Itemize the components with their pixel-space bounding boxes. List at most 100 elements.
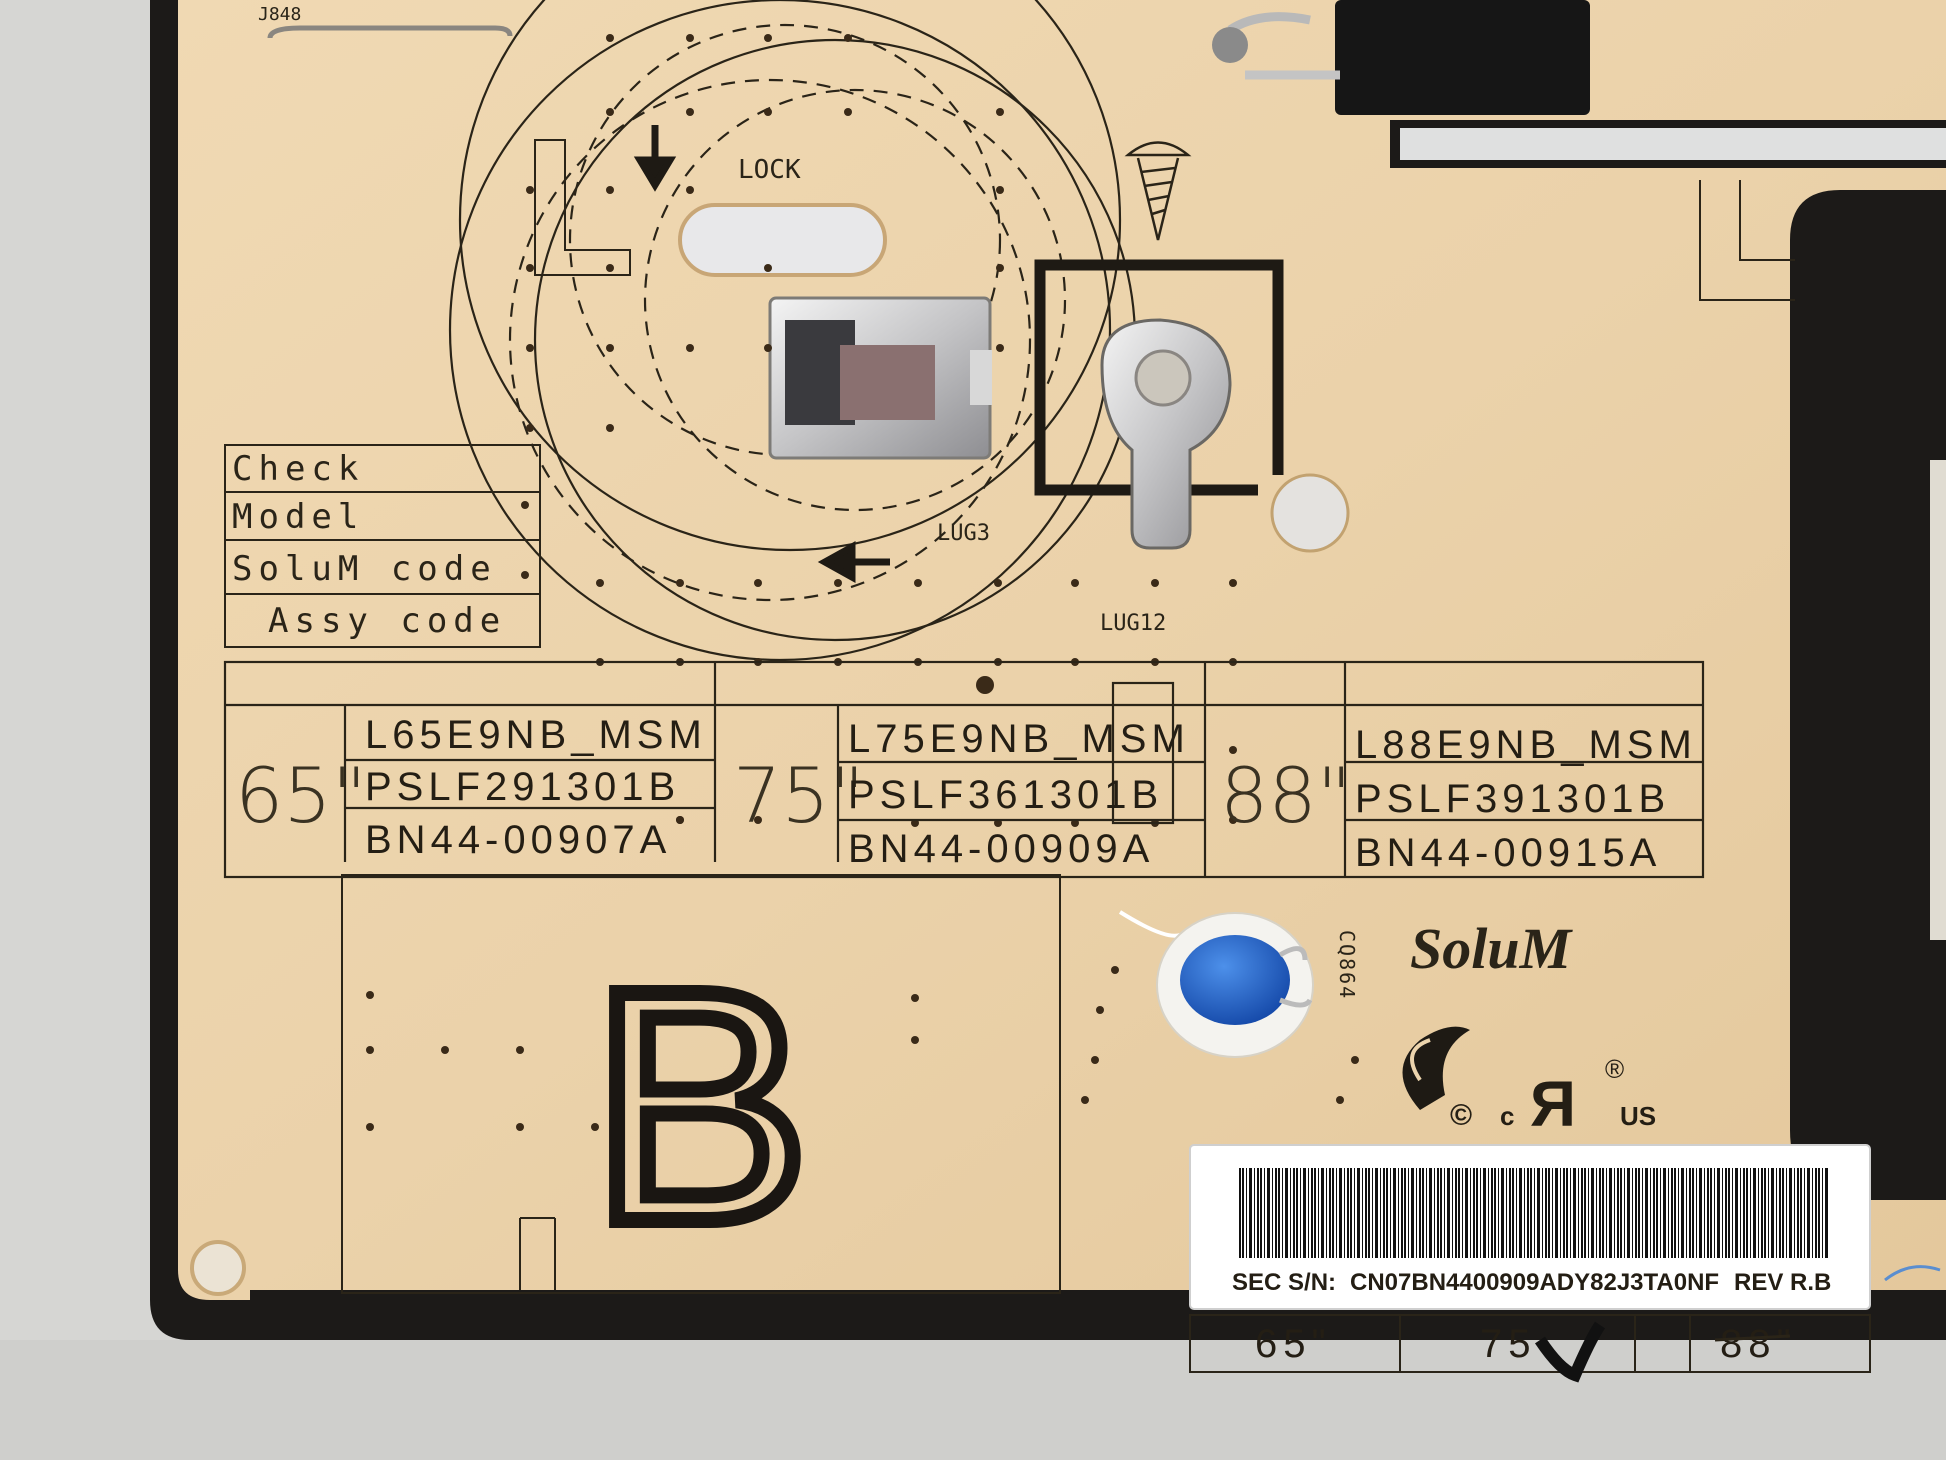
marker-scribble: [1884, 1265, 1941, 1282]
model-65: L65E9NB_MSM: [365, 713, 707, 757]
via-hole: [521, 501, 529, 509]
via-hole: [1111, 966, 1119, 974]
via-hole: [606, 34, 614, 42]
solum-code-75: PSLF361301B: [848, 773, 1163, 817]
capacitor-cq864: [1118, 910, 1314, 1058]
big-b-letter: B: [590, 921, 810, 1290]
via-hole: [606, 344, 614, 352]
via-hole: [676, 579, 684, 587]
via-hole: [686, 344, 694, 352]
via-hole: [1229, 816, 1237, 824]
size-box-65: 65": [1255, 1322, 1332, 1366]
via-hole: [606, 108, 614, 116]
size-box-88: 88": [1720, 1322, 1797, 1366]
via-hole: [1096, 1006, 1104, 1014]
via-hole: [686, 108, 694, 116]
via-hole: [606, 186, 614, 194]
lug-terminal: [1100, 318, 1232, 550]
barcode: [1238, 1168, 1828, 1258]
via-hole: [764, 344, 772, 352]
metal-clip: [768, 296, 992, 460]
down-arrow-icon: [633, 125, 677, 192]
via-hole: [526, 186, 534, 194]
size-check-boxes: 65" 75 88": [1189, 1314, 1871, 1383]
solum-code-88: PSLF391301B: [1355, 777, 1670, 821]
jumper-j848: J848: [258, 4, 513, 39]
via-hole: [1351, 1056, 1359, 1064]
revision: REV R.B: [1734, 1269, 1831, 1296]
c-mark: c: [1500, 1101, 1514, 1131]
size-75-label: 75": [733, 751, 865, 840]
via-hole: [844, 108, 852, 116]
us-mark: US: [1620, 1101, 1656, 1131]
lug3-label: LUG3: [937, 521, 990, 546]
via-hole: [1081, 1096, 1089, 1104]
via-hole: [441, 1046, 449, 1054]
via-hole: [596, 579, 604, 587]
via-hole: [591, 1123, 599, 1131]
registered-mark: ®: [1605, 1054, 1624, 1084]
model-table: [223, 660, 1705, 879]
via-hole: [526, 344, 534, 352]
via-hole: [1229, 579, 1237, 587]
sn-prefix: SEC S/N:: [1232, 1269, 1336, 1296]
via-hole: [754, 579, 762, 587]
via-hole: [366, 991, 374, 999]
via-hole: [996, 264, 1004, 272]
via-hole: [911, 994, 919, 1002]
via-hole: [686, 34, 694, 42]
right-heatsink: [1790, 190, 1946, 1200]
corner-outline: [1699, 180, 1795, 301]
lock-label: LOCK: [738, 155, 801, 185]
lug12-label: LUG12: [1100, 611, 1166, 636]
size-box-75: 75: [1480, 1322, 1537, 1366]
via-hole: [996, 108, 1004, 116]
check-table: Check Model SoluM code Assy code: [224, 444, 541, 648]
via-hole: [366, 1046, 374, 1054]
j848-label: J848: [258, 4, 301, 25]
via-hole: [1229, 746, 1237, 754]
solum-code-label: SoluM code: [232, 549, 497, 589]
screw-icon: [1124, 141, 1192, 241]
cq864-label: CQ864: [1335, 930, 1359, 1000]
via-hole: [914, 579, 922, 587]
via-hole: [994, 579, 1002, 587]
model-label: Model: [232, 497, 364, 537]
copyright-mark: ©: [1450, 1099, 1472, 1132]
size-65-label: 65": [235, 751, 367, 840]
via-hole: [516, 1046, 524, 1054]
via-hole: [764, 34, 772, 42]
via-hole: [366, 1123, 374, 1131]
left-arrow-icon: [817, 541, 890, 583]
solum-code-65: PSLF291301B: [365, 765, 680, 809]
pcb-board: [150, 0, 1946, 1340]
check-mark-icon: [1535, 1321, 1606, 1383]
board-hole: [1270, 473, 1350, 553]
ru-mark: Я: [1530, 1068, 1576, 1140]
assy-code-75: BN44-00909A: [848, 827, 1154, 871]
b-box: B: [341, 874, 1061, 1298]
via-hole: [516, 1123, 524, 1131]
via-hole: [526, 264, 534, 272]
solder-blob: [976, 676, 994, 694]
via-hole: [521, 571, 529, 579]
via-hole: [834, 579, 842, 587]
via-hole: [686, 186, 694, 194]
certification-marks: © c Я US ®: [1402, 1026, 1656, 1140]
lug-box: [1034, 259, 1284, 496]
serial-number: CN07BN4400909ADY82J3TA0NF: [1350, 1269, 1719, 1296]
size-88-label: 88": [1220, 751, 1352, 840]
via-hole: [844, 34, 852, 42]
connector-block: [1212, 0, 1946, 168]
via-hole: [764, 108, 772, 116]
lock-slot: [678, 203, 887, 277]
l-outline: [534, 139, 631, 276]
model-table-text: 65" L65E9NB_MSM PSLF291301B BN44-00907A …: [235, 713, 1692, 875]
assy-code-65: BN44-00907A: [365, 818, 671, 862]
via-hole: [526, 424, 534, 432]
via-hole: [606, 264, 614, 272]
via-hole: [996, 344, 1004, 352]
via-hole: [996, 186, 1004, 194]
assy-code-label: Assy code: [268, 601, 506, 641]
